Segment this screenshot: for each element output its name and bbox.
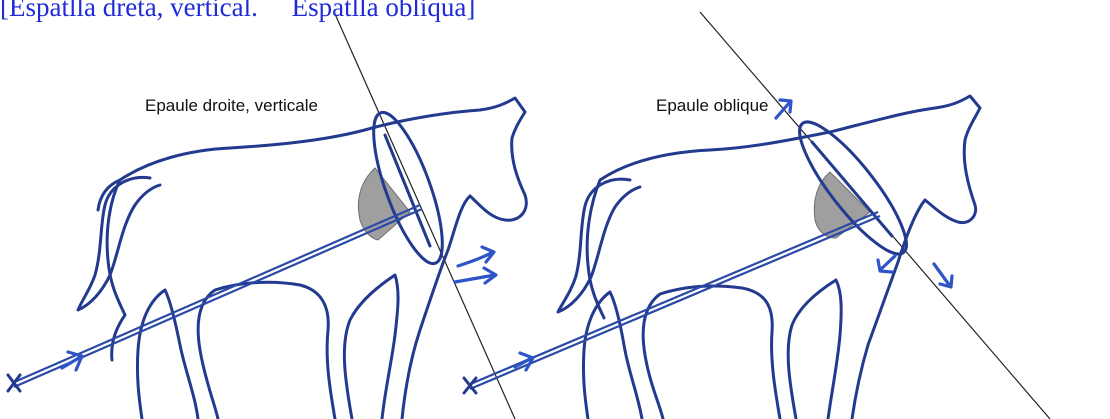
right-scapula-line [810, 140, 894, 238]
left-horse-tail [76, 175, 162, 312]
left-forward-arrow-icon [456, 245, 496, 268]
left-axis-arrow-icon [60, 350, 84, 372]
right-upward-arrow-icon [774, 98, 793, 120]
right-backward-arrow-icon [876, 254, 897, 274]
left-shoulder-reference-line [334, 13, 516, 419]
right-forward-down-arrow-icon [932, 262, 954, 289]
right-axis-line-2 [469, 214, 881, 391]
left-scapula-line [383, 133, 432, 248]
left-horse-outline [96, 96, 528, 419]
panel-label-left: Epaule droite, verticale [145, 96, 318, 115]
left-forward-arrow-2-icon [453, 266, 498, 285]
left-horse-panel [6, 13, 528, 419]
right-axis-arrow-icon [513, 351, 535, 372]
left-shoulder-ellipse [372, 110, 444, 266]
figure-caption: [Espatlla dreta, vertical. Espatlla obli… [0, 0, 476, 22]
left-axis-x-mark [6, 373, 22, 393]
right-horse-panel [462, 11, 1051, 419]
right-horse-tail [556, 177, 642, 314]
right-shoulder-ellipse [798, 120, 908, 256]
right-axis-x-mark [462, 376, 478, 395]
left-axis-line [11, 203, 421, 385]
panel-label-right: Epaule oblique [656, 96, 769, 115]
right-axis-line [467, 210, 879, 387]
